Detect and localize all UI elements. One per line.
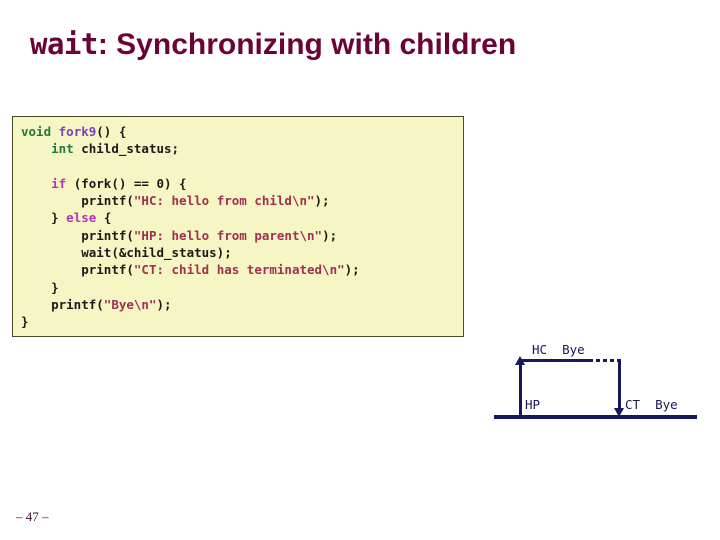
- diagram-label-parent-output: HP: [525, 397, 541, 412]
- code-token-close: );: [344, 262, 360, 278]
- code-token-printf: printf(: [81, 193, 134, 209]
- code-token-open-brace: {: [103, 210, 112, 226]
- code-string-ct: "CT: child has terminated\n": [133, 262, 345, 278]
- code-string-hc: "HC: hello from child\n": [133, 193, 315, 209]
- code-token-close: );: [156, 296, 172, 312]
- code-token-signature-tail: () {: [96, 124, 127, 139]
- code-indent: [21, 193, 81, 208]
- code-token-printf: printf(: [81, 262, 134, 278]
- code-indent: [21, 297, 51, 312]
- exit-arrow-shaft: [618, 360, 621, 412]
- fork-arrow-up-icon: [515, 356, 525, 365]
- code-token-close: );: [314, 193, 330, 209]
- code-token-printf: printf(: [51, 296, 104, 312]
- code-token-fork9: fork9: [58, 124, 97, 139]
- code-token-close-brace: }: [21, 314, 29, 330]
- code-token-else: else: [66, 210, 97, 226]
- code-token-close-brace: }: [51, 210, 59, 226]
- child-process-line-dashed: [589, 359, 621, 362]
- code-indent: [21, 280, 51, 295]
- page-title: wait: Synchronizing with children: [30, 24, 700, 65]
- code-indent: [21, 262, 81, 277]
- code-indent: [21, 245, 81, 260]
- exit-arrow-down-icon: [614, 408, 624, 417]
- title-keyword: wait: [30, 27, 98, 61]
- code-indent: [21, 228, 81, 243]
- code-listing: void fork9() { int child_status; if (for…: [21, 123, 463, 331]
- code-string-bye: "Bye\n": [103, 296, 157, 312]
- code-block: void fork9() { int child_status; if (for…: [12, 116, 464, 337]
- code-token-int: int: [51, 141, 74, 157]
- diagram-label-child-output: HC Bye: [532, 342, 585, 357]
- child-process-line: [521, 359, 589, 362]
- code-string-hp: "HP: hello from parent\n": [133, 227, 323, 243]
- code-token-close-brace: }: [51, 279, 59, 295]
- code-token-wait-call: wait(&child_status);: [81, 245, 232, 261]
- code-token-fork-condition: (fork() == 0) {: [66, 175, 187, 191]
- code-token-close: );: [322, 227, 338, 243]
- diagram-label-child-terminated: CT Bye: [625, 397, 678, 412]
- code-space-3: [96, 210, 104, 225]
- page-number: – 47 –: [16, 509, 49, 524]
- fork-arrow-shaft: [519, 362, 522, 417]
- process-timeline-diagram: HC Bye HP CT Bye: [480, 336, 720, 432]
- code-indent: [21, 210, 51, 225]
- code-token-if: if: [51, 175, 67, 191]
- title-rest: : Synchronizing with children: [97, 28, 517, 61]
- code-space-1: [51, 124, 59, 139]
- code-indent: [21, 141, 51, 156]
- code-token-void: void: [21, 124, 52, 139]
- parent-process-line: [494, 415, 697, 419]
- code-indent: [21, 176, 51, 191]
- code-token-printf: printf(: [81, 227, 134, 243]
- code-token-child-status-decl: child_status;: [73, 141, 180, 157]
